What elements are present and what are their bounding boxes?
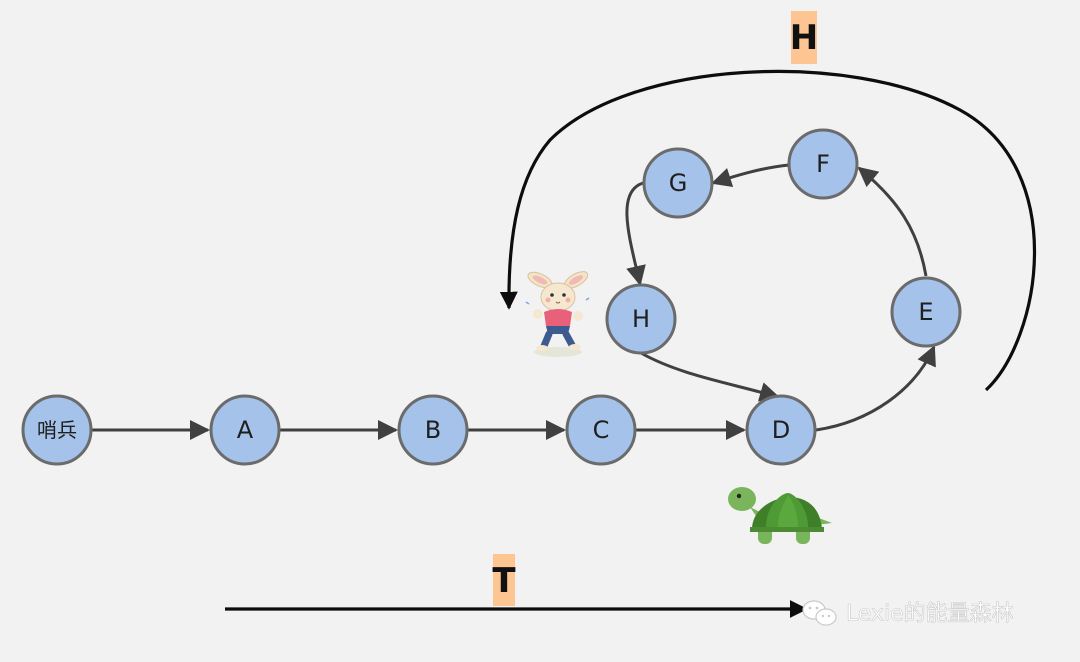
node-label-A: A xyxy=(237,416,254,444)
node-G: G xyxy=(642,147,714,219)
rabbit-icon xyxy=(525,271,590,357)
edges xyxy=(91,163,936,440)
edge-H-D xyxy=(640,351,780,402)
loop-tag-label: H xyxy=(790,18,818,58)
turtle-icon xyxy=(728,487,832,544)
node-label-H: H xyxy=(632,305,650,333)
node-label-G: G xyxy=(669,169,688,197)
node-A: A xyxy=(209,394,281,466)
node-H: H xyxy=(605,283,677,355)
node-E: E xyxy=(890,276,962,348)
node-sentinel: 哨兵 xyxy=(21,394,93,466)
watermark: Lexie的能量森林 xyxy=(802,600,1014,627)
loop-arrow xyxy=(499,69,1037,392)
node-label-F: F xyxy=(816,150,830,178)
node-label-D: D xyxy=(772,416,790,444)
node-B: B xyxy=(397,394,469,466)
node-label-C: C xyxy=(593,416,610,444)
node-label-E: E xyxy=(918,298,933,326)
straight-tag-bg xyxy=(493,554,515,606)
loop-tag-bg xyxy=(791,11,817,64)
node-D: D xyxy=(745,394,817,466)
edge-G-H xyxy=(625,181,646,286)
watermark-text: Lexie的能量森林 xyxy=(846,602,1014,627)
edge-E-F xyxy=(857,166,928,277)
node-F: F xyxy=(787,128,859,200)
straight-tag-label: T xyxy=(492,561,516,601)
node-label-B: B xyxy=(425,416,441,444)
wechat-icon xyxy=(802,600,837,626)
edge-D-E xyxy=(815,345,936,432)
node-C: C xyxy=(565,394,637,466)
edge-F-G xyxy=(711,163,790,188)
node-label-sentinel: 哨兵 xyxy=(37,418,77,442)
